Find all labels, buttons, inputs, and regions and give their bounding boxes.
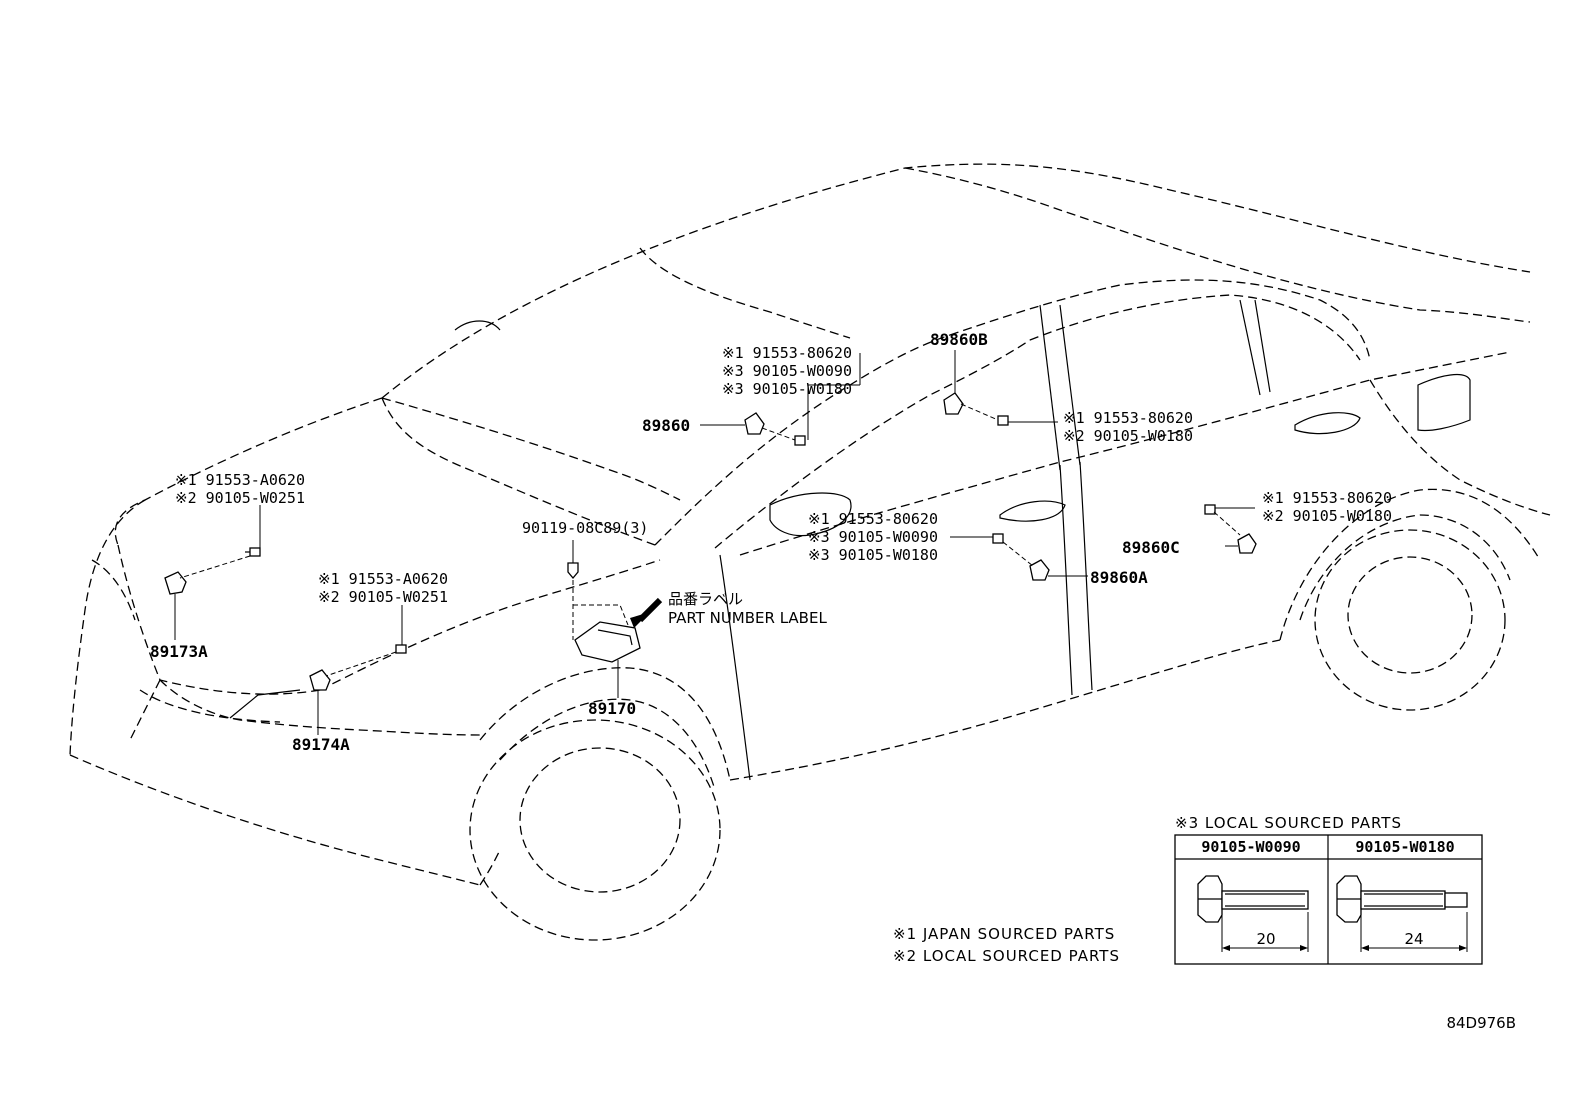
callout-line: ※1 91553-80620 <box>808 510 938 528</box>
bolt-front-door <box>992 533 1004 544</box>
callout-line: ※1 91553-80620 <box>1063 409 1193 427</box>
bolt-front-right <box>395 644 407 654</box>
callout-rear-door-bolt: ※1 91553-80620 ※2 90105-W0180 <box>1262 489 1392 525</box>
callout-line: ※3 90105-W0090 <box>808 528 938 546</box>
callout-line: ※1 91553-80620 <box>722 344 852 362</box>
sensor-a-pillar <box>744 412 765 435</box>
callout-line: ※3 90105-W0180 <box>808 546 938 564</box>
bolt-length: 20 <box>1256 930 1275 948</box>
callout-line: ※2 90105-W0180 <box>1262 507 1392 525</box>
sensor-front-right <box>309 669 331 691</box>
sensor-b-pillar <box>943 392 964 415</box>
legend-japan-sourced: ※1 JAPAN SOURCED PARTS <box>893 925 1115 943</box>
callout-line: ※3 90105-W0180 <box>722 380 852 398</box>
part-number-89860: 89860 <box>642 416 690 435</box>
callout-line: ※2 90105-W0251 <box>175 489 305 507</box>
callout-front-door-bolt: ※1 91553-80620 ※3 90105-W0090 ※3 90105-W… <box>808 510 938 564</box>
diagram-id: 84D976B <box>1446 1014 1516 1032</box>
label-japanese: 品番ラベル <box>668 590 743 608</box>
part-number-label-arrow <box>630 597 663 628</box>
callout-line: ※1 91553-80620 <box>1262 489 1392 507</box>
bolt-a-pillar <box>794 435 806 446</box>
leader-lines <box>174 350 1255 735</box>
label-english: PART NUMBER LABEL <box>668 609 827 627</box>
callout-line: ※3 90105-W0090 <box>722 362 852 380</box>
callout-line: ※2 90105-W0251 <box>318 588 448 606</box>
part-number-89174a: 89174A <box>292 735 350 754</box>
callout-line: ※1 91553-A0620 <box>175 471 305 489</box>
sensor-front-left <box>164 571 187 595</box>
callout-a-pillar-bolt: ※1 91553-80620 ※3 90105-W0090 ※3 90105-W… <box>722 344 852 398</box>
sensor-front-door <box>1029 559 1050 581</box>
callout-b-pillar-bolt: ※1 91553-80620 ※2 90105-W0180 <box>1063 409 1193 445</box>
bolt-drawing-20: 20 <box>1197 875 1309 952</box>
local-parts-table: ※3 LOCAL SOURCED PARTS 90105-W0090 90105… <box>1174 814 1483 965</box>
bolt-length: 24 <box>1404 930 1423 948</box>
airbag-ecu <box>572 580 641 663</box>
bolt-rear-door <box>1204 504 1216 515</box>
callout-front-right-bolt: ※1 91553-A0620 ※2 90105-W0251 <box>318 570 448 606</box>
ecu-screw <box>567 562 579 580</box>
callout-ecu-screw: 90119-08C89(3) <box>522 519 648 537</box>
callout-line: ※1 91553-A0620 <box>318 570 448 588</box>
part-number-89860b: 89860B <box>930 330 988 349</box>
bolt-drawing-24: 24 <box>1336 875 1468 952</box>
callout-front-left-bolt: ※1 91553-A0620 ※2 90105-W0251 <box>175 471 305 507</box>
part-number-89170: 89170 <box>588 699 636 718</box>
callout-line: ※2 90105-W0180 <box>1063 427 1193 445</box>
car-outline <box>69 163 1551 941</box>
legend-local-sourced: ※2 LOCAL SOURCED PARTS <box>893 947 1120 965</box>
sensor-rear-door <box>1237 533 1257 554</box>
part-number-89173a: 89173A <box>150 642 208 661</box>
table-header-part: 90105-W0180 <box>1355 838 1454 856</box>
table-title: ※3 LOCAL SOURCED PARTS <box>1175 814 1402 832</box>
part-number-89860a: 89860A <box>1090 568 1148 587</box>
part-number-89860c: 89860C <box>1122 538 1180 557</box>
table-header-part: 90105-W0090 <box>1201 838 1300 856</box>
bolt-front-left <box>245 547 261 557</box>
bolt-b-pillar <box>997 415 1009 426</box>
